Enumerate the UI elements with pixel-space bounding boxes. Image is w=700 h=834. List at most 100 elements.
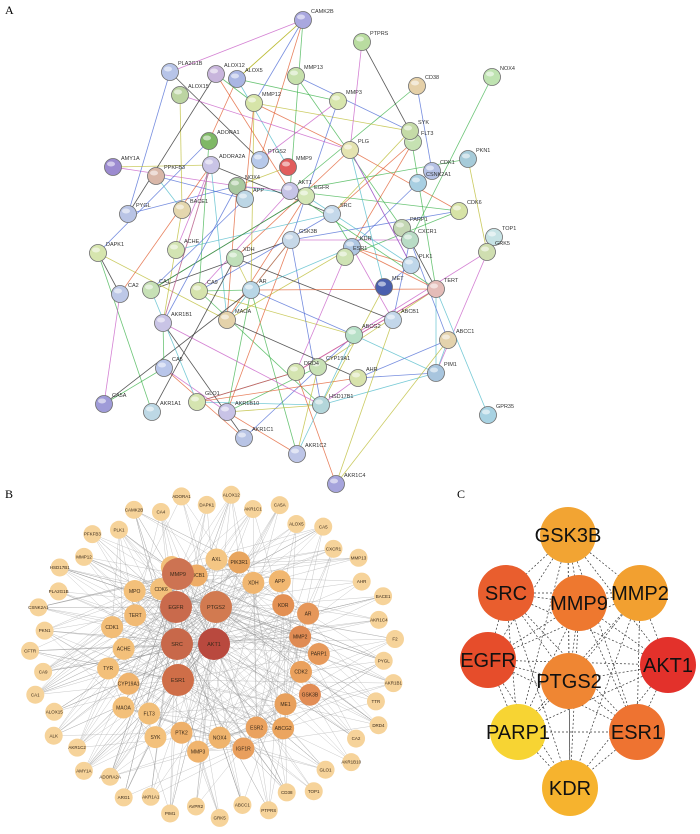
network-edge xyxy=(285,524,297,705)
node-label: BACE1 xyxy=(190,199,208,205)
network-edge xyxy=(392,239,411,321)
node-cdk2: CDK2 xyxy=(289,660,312,683)
node-label: CAMK2B xyxy=(125,507,144,512)
network-edge xyxy=(109,636,301,777)
node-label: ALOX15 xyxy=(46,709,64,714)
node-akr1c4: AKR1C4 xyxy=(327,473,365,493)
network-edge xyxy=(162,164,212,324)
network-edge xyxy=(149,703,286,714)
network-edge xyxy=(290,239,322,406)
network-edge xyxy=(35,590,135,695)
network-edge xyxy=(35,606,177,695)
network-edge xyxy=(97,252,228,321)
node-label: ESR2 xyxy=(250,725,263,731)
node-ptprs: PTPRS xyxy=(259,801,278,820)
network-edge xyxy=(295,288,437,373)
network-edge xyxy=(567,534,638,733)
network-edge xyxy=(175,606,379,726)
node-label: AKT1 xyxy=(207,642,221,648)
node-nox4: NOX4 xyxy=(208,726,231,749)
panel-c-letter: C xyxy=(457,487,466,501)
node-label: MET xyxy=(392,276,404,282)
node-akr1b10: AKR1B10 xyxy=(341,753,362,772)
node-pla2g1b: PLA2G1B xyxy=(49,582,69,601)
node-label: MMP3 xyxy=(191,749,206,755)
network-edge xyxy=(259,19,304,161)
network-edge xyxy=(213,643,379,726)
network-edge xyxy=(307,548,334,614)
node-hsd17b1: HSD17B1 xyxy=(312,394,353,414)
node-ppkfb3: PPKFB3 xyxy=(147,165,185,185)
network-edge xyxy=(307,613,384,662)
node-label: GPR35 xyxy=(496,404,514,410)
node-label: EGFR xyxy=(314,185,329,191)
node-label: AMY1A xyxy=(121,156,140,162)
node-mmp3: MMP3 xyxy=(187,740,210,763)
node-app: APP xyxy=(268,570,291,593)
network-edge xyxy=(361,41,411,132)
network-edge xyxy=(43,626,113,673)
network-edge xyxy=(517,534,569,733)
network-edge xyxy=(53,643,178,736)
node-label: ME1 xyxy=(280,702,291,708)
node-ca1: CA1 xyxy=(142,279,170,299)
network-edge xyxy=(176,508,254,645)
network-edge xyxy=(283,701,376,729)
node-label: CYP19A1 xyxy=(118,682,140,688)
node-label: MMP2 xyxy=(611,583,669,605)
node-esr2: ESR2 xyxy=(245,716,268,739)
network-edge xyxy=(256,727,270,811)
network-edge xyxy=(97,140,210,254)
panel-a-letter: A xyxy=(5,3,14,17)
node-label: DRD4 xyxy=(304,361,319,367)
network-edge xyxy=(148,606,177,714)
network-edge xyxy=(435,288,489,416)
node-cxcr1: CXCR1 xyxy=(324,539,343,558)
node-gsk3b: GSK3B xyxy=(282,229,318,249)
node-label: CA2 xyxy=(352,736,361,741)
node-egfr: EGFR xyxy=(460,632,516,688)
node-label: AHR xyxy=(357,579,367,584)
node-label: EGFR xyxy=(168,605,183,611)
network-edge xyxy=(177,638,396,681)
node-egfr: EGFR xyxy=(297,185,329,205)
node-src: SRC xyxy=(323,203,352,223)
node-label: AR xyxy=(305,611,312,617)
network-edge xyxy=(253,102,351,151)
node-akr1c1: AKR1C1 xyxy=(244,500,262,519)
network-edge xyxy=(219,505,280,738)
network-edge xyxy=(196,401,322,406)
network-edge xyxy=(103,293,121,405)
network-edge xyxy=(236,78,289,168)
node-label: CA9 xyxy=(39,669,48,674)
node-amy1a: AMY1A xyxy=(104,156,140,176)
network-edge xyxy=(253,102,411,132)
node-label: TTR xyxy=(372,699,381,704)
network-edge xyxy=(118,529,178,645)
node-label: GSK3B xyxy=(299,229,318,235)
node-label: SYK xyxy=(150,735,161,741)
network-edge xyxy=(409,239,437,290)
network-edge xyxy=(162,185,238,324)
node-label: TYR xyxy=(103,666,113,672)
network-edge xyxy=(349,149,385,288)
node-label: SYK xyxy=(418,120,429,126)
node-abcb1: ABCB1 xyxy=(384,309,419,329)
network-edge xyxy=(155,581,362,738)
node-label: AKR1C4 xyxy=(344,473,365,479)
node-ca9: CA9 xyxy=(34,662,53,681)
node-label: AKR1B1 xyxy=(385,681,403,686)
node-akr1c4: AKR1C4 xyxy=(369,610,388,629)
node-label: ALOX12 xyxy=(223,492,241,497)
node-label: CDK1 xyxy=(440,160,455,166)
network-edge xyxy=(111,626,286,705)
node-mmp9: MMP9 xyxy=(279,156,312,176)
node-label: KDR xyxy=(360,236,372,242)
node-abcg2: ABCG2 xyxy=(345,324,381,344)
node-bace1: BACE1 xyxy=(173,199,208,219)
network-edge xyxy=(320,372,437,406)
node-ptgs2: PTGS2 xyxy=(200,591,232,623)
network-edge xyxy=(208,78,238,142)
